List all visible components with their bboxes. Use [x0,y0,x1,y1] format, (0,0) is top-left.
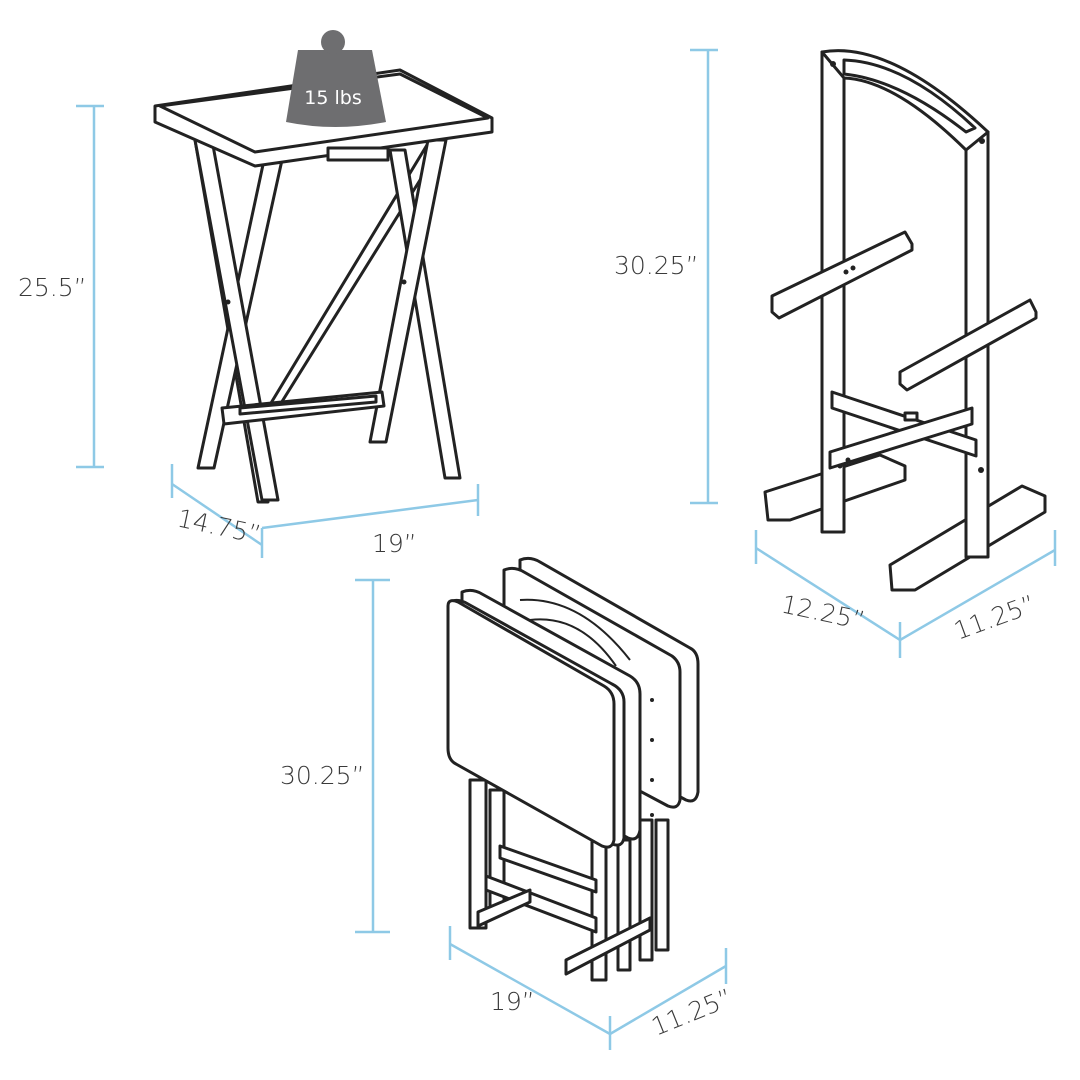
table-height-label: 25.5” [18,273,87,302]
table-dimension-lines [76,104,480,558]
stack-depth-label: 11.25” [647,983,736,1042]
tray-table-drawing [153,68,494,504]
rack-width-label: 11.25” [950,589,1039,645]
stack-height-label: 30.25” [280,761,365,790]
stack-width-label: 19” [490,987,535,1016]
weight-icon: 15 lbs [286,30,386,127]
storage-rack-drawing [763,49,1047,592]
table-depth-label: 14.75” [175,504,264,550]
rack-depth-label: 12.25” [779,590,868,636]
table-width-label: 19” [372,529,417,558]
rack-dimension-lines [690,48,1057,658]
rack-height-label: 30.25” [614,251,699,280]
stack-dimension-lines [355,578,728,1050]
weight-label: 15 lbs [304,87,361,109]
stacked-trays-drawing [446,556,700,982]
